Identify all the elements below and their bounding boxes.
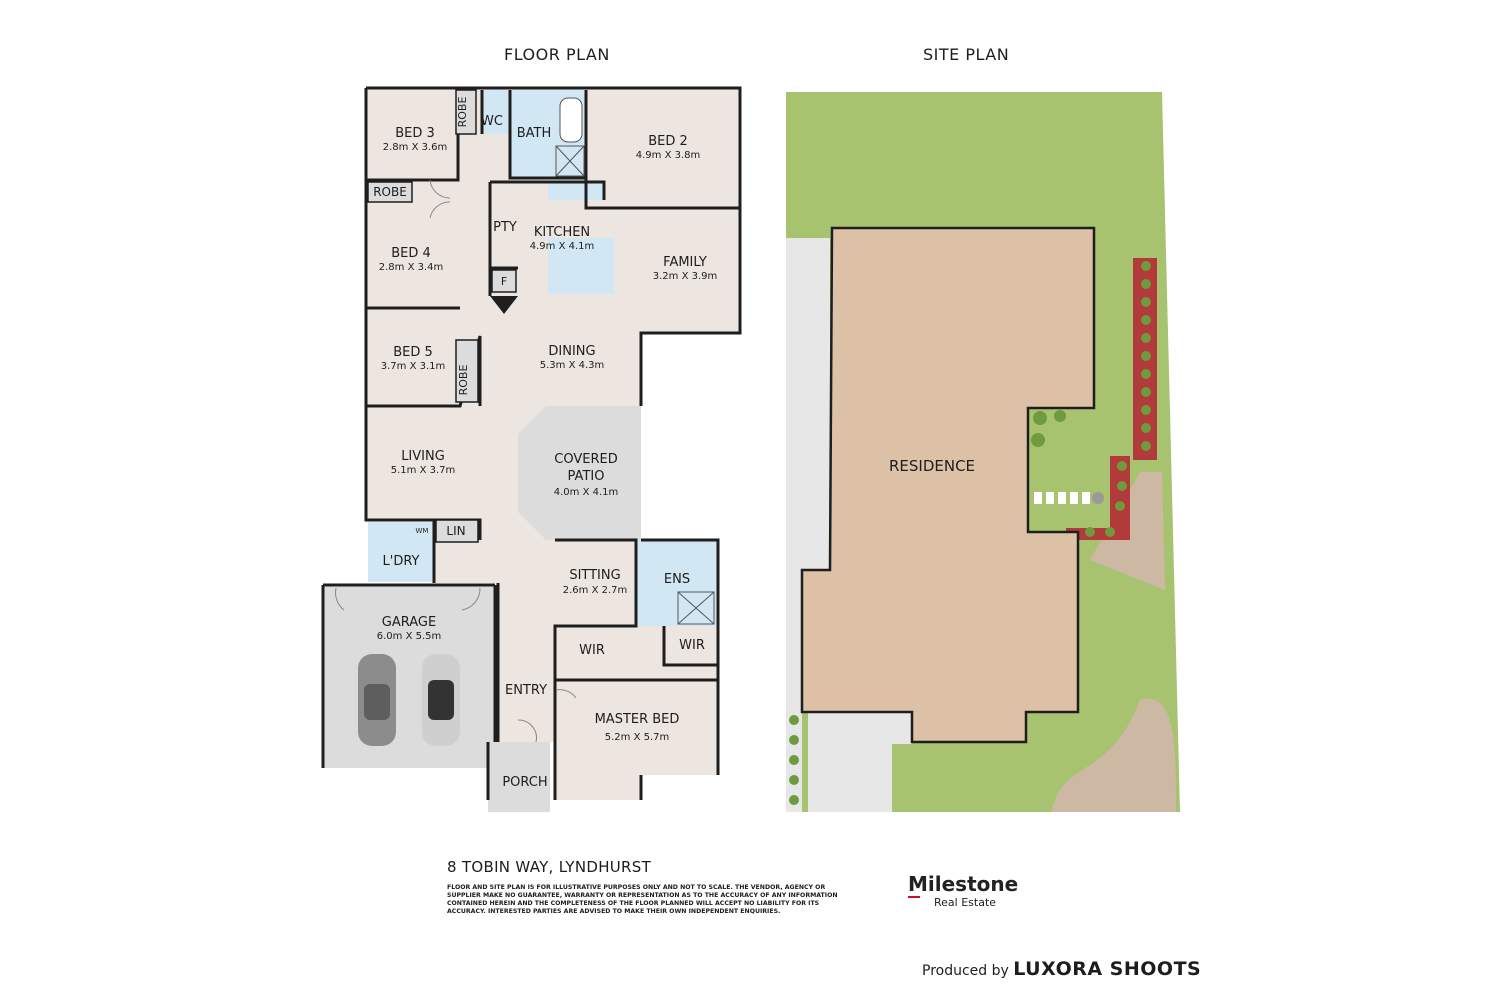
- walls: [321, 86, 742, 800]
- floor-plan: [321, 86, 742, 812]
- residence-label: RESIDENCE: [889, 457, 975, 475]
- bed5-name: BED 5: [393, 345, 433, 360]
- lin-cupboard: [435, 519, 479, 543]
- sitting-dims: 2.6m X 2.7m: [563, 585, 628, 596]
- ens-area: [636, 540, 718, 626]
- ens-label: ENS: [664, 572, 690, 587]
- bathtub: [559, 97, 583, 143]
- agency-name: Milestone: [908, 872, 1019, 896]
- living-dims: 5.1m X 3.7m: [391, 465, 456, 476]
- water-feature: [1092, 492, 1104, 504]
- agency-subtitle: Real Estate: [934, 896, 997, 909]
- door-swings: [335, 179, 577, 743]
- residence: [800, 226, 1096, 744]
- disclaimer-text: Floor and site plan is for illustrative …: [447, 884, 838, 915]
- room-labels: BED 3 2.8m X 3.6m ROBE WC BATH BED 2 4.9…: [373, 97, 717, 790]
- logo-accent-bar: [908, 896, 920, 898]
- porch-label: PORCH: [502, 775, 547, 790]
- bed5-dims: 3.7m X 3.1m: [381, 361, 446, 372]
- fridge-label: F: [501, 275, 507, 288]
- patio-name-line1: COVERED: [554, 452, 617, 467]
- kitchen-bench: [548, 182, 604, 200]
- family-name: FAMILY: [663, 255, 707, 270]
- floor-plan-heading: FLOOR PLAN: [504, 45, 610, 64]
- sitting-name: SITTING: [569, 568, 620, 583]
- patio-area: [518, 406, 641, 540]
- wm-label: WM: [416, 527, 429, 535]
- property-address: 8 TOBIN WAY, LYNDHURST: [447, 858, 652, 876]
- lin-label: LIN: [446, 524, 465, 538]
- robe-1: [455, 89, 477, 135]
- lot-driveway: [786, 238, 830, 812]
- master-name: MASTER BED: [595, 712, 680, 727]
- robe3-label: ROBE: [457, 365, 470, 396]
- ldry-label: L'DRY: [383, 554, 420, 569]
- bed3-dims: 2.8m X 3.6m: [383, 142, 448, 153]
- garage-name: GARAGE: [382, 615, 436, 630]
- bath-label: BATH: [517, 126, 552, 141]
- bed3-name: BED 3: [395, 126, 435, 141]
- wir1-label: WIR: [579, 643, 605, 658]
- patio-dims: 4.0m X 4.1m: [554, 487, 619, 498]
- dining-dims: 5.3m X 4.3m: [540, 360, 605, 371]
- kitchen-name: KITCHEN: [534, 225, 590, 240]
- garage-dims: 6.0m X 5.5m: [377, 631, 442, 642]
- garden-bed-rear: [1066, 456, 1130, 540]
- patio-name-line2: PATIO: [568, 469, 605, 484]
- fridge-box: [491, 269, 517, 293]
- bed2-dims: 4.9m X 3.8m: [636, 150, 701, 161]
- bed2-name: BED 2: [648, 134, 688, 149]
- stair-marker: [490, 296, 518, 314]
- bed4-dims: 2.8m X 3.4m: [379, 262, 444, 273]
- kitchen-island: [548, 238, 614, 294]
- ldry-area: [368, 522, 434, 582]
- kitchen-dims: 4.9m X 4.1m: [530, 241, 595, 252]
- robe-2: [367, 181, 413, 203]
- credit-prefix: Produced by: [922, 963, 1009, 979]
- garage-area: [323, 585, 495, 768]
- pty-label: PTY: [493, 220, 517, 235]
- site-plan: RESIDENCE: [786, 92, 1180, 812]
- front-driveway: [808, 712, 912, 812]
- bed4-name: BED 4: [391, 246, 431, 261]
- bath-shower: [555, 145, 585, 177]
- porch-area: [488, 742, 550, 812]
- site-plan-heading: SITE PLAN: [923, 45, 1010, 64]
- dining-name: DINING: [548, 344, 595, 359]
- wc-area: [482, 90, 510, 134]
- shrubs: [789, 261, 1151, 805]
- robe2-label: ROBE: [373, 185, 407, 199]
- family-dims: 3.2m X 3.9m: [653, 271, 718, 282]
- stepping-stones: [1034, 492, 1090, 504]
- ens-shower: [677, 591, 715, 625]
- producer-credit: Produced by LUXORA SHOOTS: [922, 958, 1201, 980]
- living-name: LIVING: [401, 449, 445, 464]
- wc-label: WC: [481, 114, 503, 129]
- agency-logo: Milestone Real Estate: [908, 872, 1018, 909]
- credit-brand: LUXORA SHOOTS: [1013, 958, 1202, 980]
- front-path: [1052, 698, 1176, 812]
- robe1-label: ROBE: [456, 97, 469, 128]
- master-dims: 5.2m X 5.7m: [605, 732, 670, 743]
- wir2-label: WIR: [679, 638, 705, 653]
- robe-3: [455, 339, 479, 403]
- entry-label: ENTRY: [505, 683, 547, 698]
